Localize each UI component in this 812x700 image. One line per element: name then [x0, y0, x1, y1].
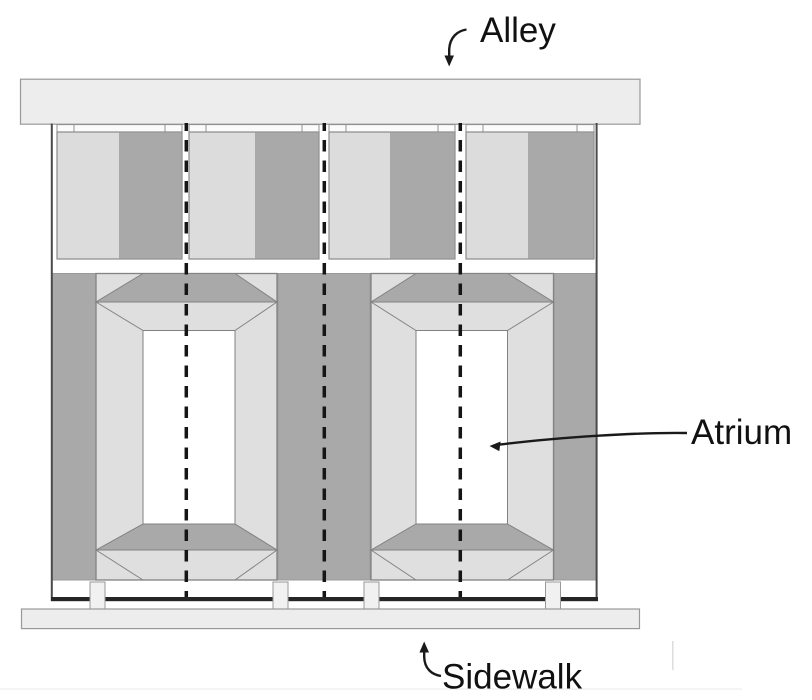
- svg-text:Atrium: Atrium: [691, 413, 792, 452]
- svg-text:Alley: Alley: [480, 11, 556, 50]
- svg-text:Sidewalk: Sidewalk: [442, 658, 583, 697]
